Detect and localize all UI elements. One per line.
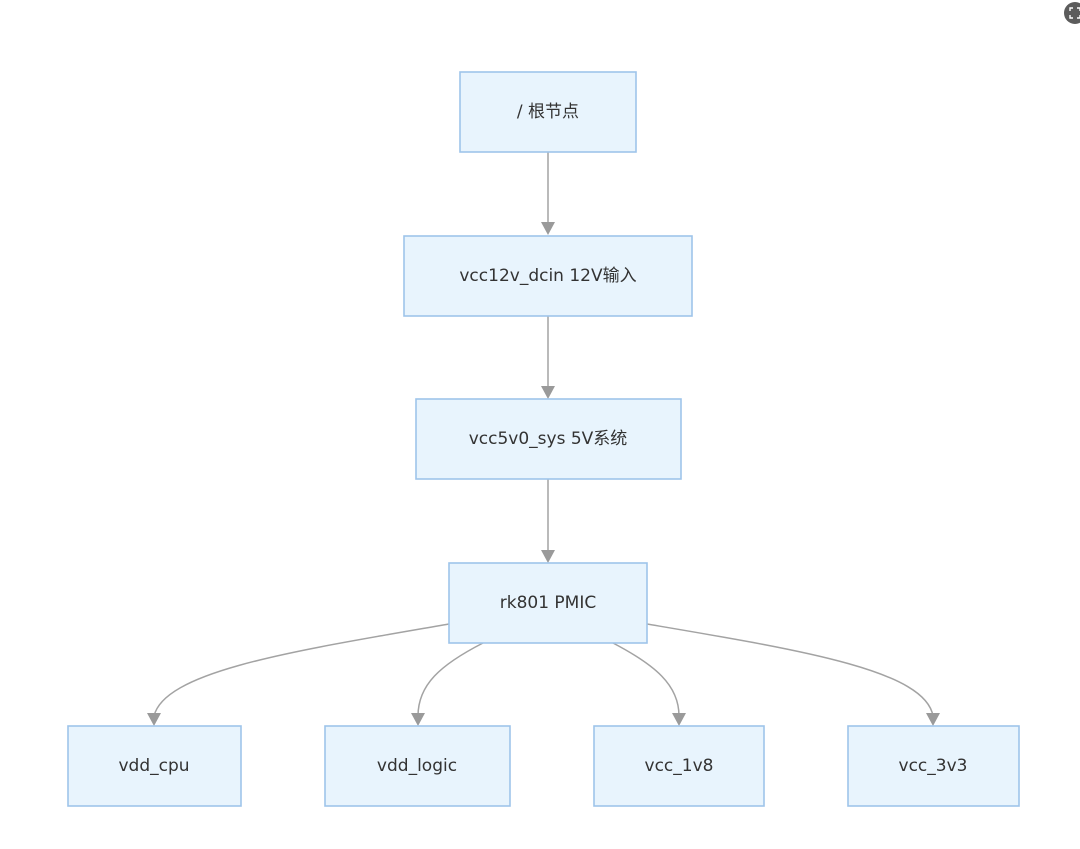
- node-vcc-3v3: vcc_3v3: [847, 725, 1020, 807]
- edge-rk801-to-vdd-cpu: [153, 623, 450, 717]
- edge-rk801-to-vcc-3v3: [646, 623, 934, 717]
- arrowhead-root-to-vcc12v: [541, 222, 555, 235]
- node-vcc5v0-sys-label: vcc5v0_sys 5V系统: [469, 429, 628, 449]
- arrowhead-rk801-to-vdd-cpu: [147, 713, 161, 726]
- arrowhead-rk801-to-vcc-1v8: [672, 713, 686, 726]
- edges-layer: [147, 152, 940, 726]
- nodes-layer: / 根节点 vcc12v_dcin 12V输入 vcc5v0_sys 5V系统 …: [67, 71, 1020, 807]
- node-root: / 根节点: [459, 71, 637, 153]
- arrowhead-vcc5v0-to-rk801: [541, 550, 555, 563]
- expand-button[interactable]: [1064, 2, 1080, 24]
- arrowhead-rk801-to-vcc-3v3: [926, 713, 940, 726]
- node-vcc-3v3-label: vcc_3v3: [899, 756, 968, 776]
- node-vcc-1v8-label: vcc_1v8: [645, 756, 714, 776]
- arrowhead-rk801-to-vdd-logic: [411, 713, 425, 726]
- arrowhead-vcc12v-to-vcc5v0: [541, 386, 555, 399]
- node-rk801-pmic: rk801 PMIC: [448, 562, 648, 644]
- expand-icon: [1069, 7, 1080, 19]
- edge-rk801-to-vcc-1v8: [612, 642, 680, 717]
- node-vdd-cpu: vdd_cpu: [67, 725, 242, 807]
- node-vdd-logic-label: vdd_logic: [377, 756, 457, 776]
- edge-rk801-to-vdd-logic: [417, 642, 484, 717]
- node-rk801-pmic-label: rk801 PMIC: [500, 593, 597, 613]
- node-vcc5v0-sys: vcc5v0_sys 5V系统: [415, 398, 682, 480]
- node-vcc12v-dcin-label: vcc12v_dcin 12V输入: [459, 266, 636, 286]
- node-vdd-logic: vdd_logic: [324, 725, 511, 807]
- node-vcc-1v8: vcc_1v8: [593, 725, 765, 807]
- node-vdd-cpu-label: vdd_cpu: [118, 756, 189, 776]
- node-vcc12v-dcin: vcc12v_dcin 12V输入: [403, 235, 693, 317]
- node-root-label: / 根节点: [517, 102, 579, 122]
